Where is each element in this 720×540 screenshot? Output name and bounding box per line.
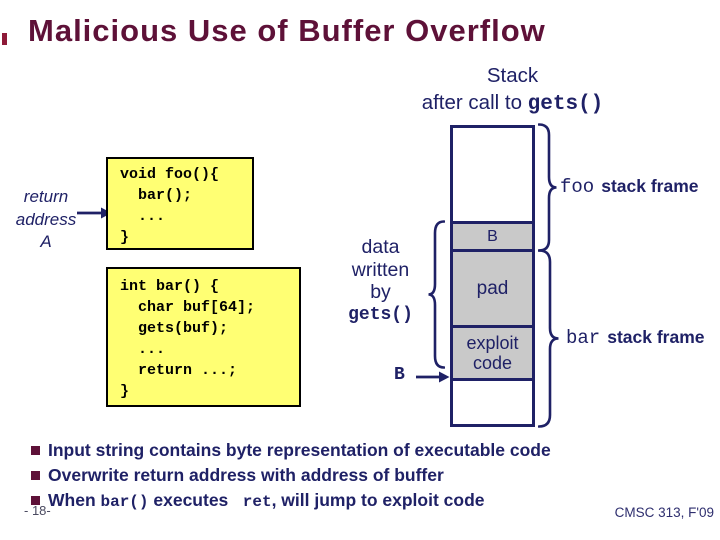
page-number: - 18- bbox=[24, 503, 51, 518]
gets-code-inline: gets() bbox=[527, 93, 604, 116]
subtitle-line2: after call to gets() bbox=[421, 91, 604, 116]
code-box-bar: int bar() { char buf[64]; gets(buf); ...… bbox=[106, 267, 301, 407]
stack-cell-exploit-code: exploit code bbox=[453, 325, 532, 378]
data-written-brace bbox=[428, 220, 445, 369]
bullet-square-icon bbox=[31, 471, 40, 480]
stack-cell-foo-frame bbox=[453, 128, 532, 221]
stack-diagram: B pad exploit code bbox=[450, 125, 535, 427]
stack-cell-pad: pad bbox=[453, 249, 532, 325]
bullet-item: When bar() executes ret, will jump to ex… bbox=[31, 488, 551, 513]
course-footer: CMSC 313, F'09 bbox=[614, 505, 714, 520]
bullet-list: Input string contains byte representatio… bbox=[31, 438, 551, 513]
bullet-item: Overwrite return address with address of… bbox=[31, 463, 551, 488]
stack-cell-b: B bbox=[453, 221, 532, 249]
slide-title: Malicious Use of Buffer Overflow bbox=[28, 13, 546, 48]
bar-frame-brace bbox=[538, 249, 559, 428]
buffer-address-arrow bbox=[416, 371, 450, 383]
slide-edge-mark bbox=[2, 33, 7, 45]
buffer-address-label: B bbox=[394, 365, 405, 385]
subtitle-line1: Stack bbox=[486, 64, 539, 87]
bullet-item: Input string contains byte representatio… bbox=[31, 438, 551, 463]
stack-subtitle: Stack after call to gets() bbox=[370, 62, 655, 118]
bullet-square-icon bbox=[31, 446, 40, 455]
foo-frame-brace bbox=[538, 123, 557, 252]
gets-code-label: gets() bbox=[348, 304, 413, 325]
code-box-foo: void foo(){ bar(); ... } bbox=[106, 157, 254, 250]
data-written-label: data written by gets() bbox=[328, 236, 433, 326]
return-address-label: return address A bbox=[15, 187, 77, 251]
bullet-square-icon bbox=[31, 496, 40, 505]
stack-cell-bottom bbox=[453, 378, 532, 424]
